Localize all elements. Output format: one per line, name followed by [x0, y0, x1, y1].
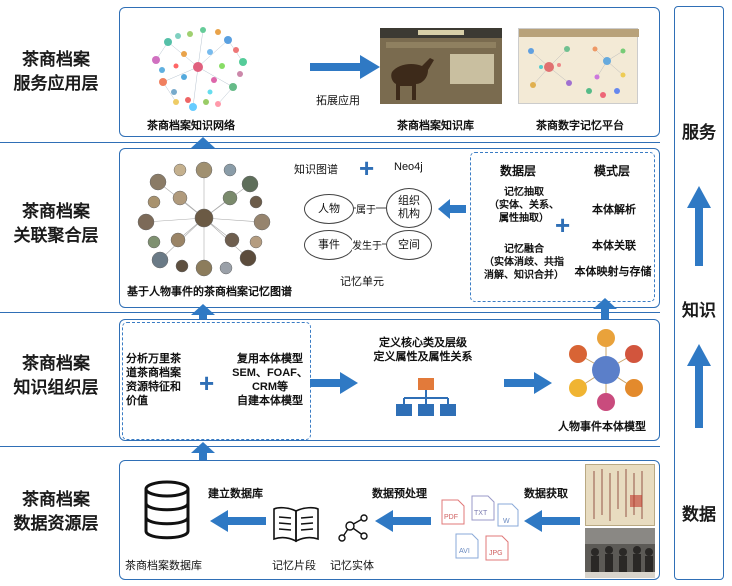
layer-divider [0, 446, 660, 447]
node-person: 人物 [304, 194, 354, 224]
left-arrow-to-files [524, 510, 580, 532]
acquire-label: 数据获取 [524, 488, 568, 500]
plus-icon: + [555, 210, 571, 240]
expand-arrow [310, 55, 380, 79]
knowledge-graph-label: 知识图谱 [294, 164, 338, 176]
txt-file-icon [471, 495, 495, 521]
ontology-map: 本体映射与存储 [574, 266, 652, 278]
file-types-graphic [441, 495, 519, 561]
ontology-model-graphic [569, 329, 643, 411]
database-caption: 茶商档案数据库 [125, 560, 202, 572]
memory-unit-caption: 记忆单元 [340, 276, 384, 288]
memory-entity-caption: 记忆实体 [330, 560, 374, 572]
pdf-label: PDF [444, 514, 458, 521]
side-label-data: 数据 [682, 505, 716, 524]
expand-label: 拓展应用 [316, 95, 360, 107]
hierarchy-icon [396, 378, 456, 416]
build-database-label: 建立数据库 [208, 488, 263, 500]
plus-icon: + [199, 368, 215, 398]
database-icon [144, 480, 190, 540]
knowledge-base-screenshot [380, 28, 502, 104]
up-arrow-to-organization [191, 442, 215, 464]
doc-file-icon [497, 503, 519, 527]
memory-platform-caption: 茶商数字记忆平台 [536, 120, 624, 132]
ontology-link: 本体关联 [592, 240, 636, 252]
node-event: 事件 [304, 230, 354, 260]
memory-platform-screenshot [518, 28, 639, 104]
side-arrow-head [687, 344, 711, 366]
doc-label: W [503, 518, 510, 525]
horse-image [391, 58, 434, 100]
left-arrow-to-unit [438, 199, 466, 219]
resource-analysis: 分析万里茶 道茶商档案 资源特征和 价值 [126, 353, 181, 407]
memory-extraction: 记忆抽取 （实体、关系、 属性抽取） [489, 187, 559, 224]
right-arrow-to-define [310, 372, 358, 394]
side-label-knowledge: 知识 [682, 301, 716, 320]
memory-fragment-caption: 记忆片段 [272, 560, 316, 572]
archive-historical-photo [585, 528, 655, 578]
up-arrow-to-schema [593, 298, 617, 320]
layer-title-resource: 茶商档案 数据资源层 [13, 490, 99, 533]
jpg-label: JPG [489, 550, 503, 557]
edge-occurs-label: 发生于 [352, 237, 382, 252]
side-arrow-shaft [695, 206, 703, 266]
open-book-icon [273, 506, 319, 543]
layer-title-association: 茶商档案 关联聚合层 [13, 202, 99, 245]
side-arrow-shaft [695, 364, 703, 428]
memory-graph-graphic [137, 161, 271, 277]
ontology-reuse: 复用本体模型 SEM、FOAF、 CRM等 自建本体模型 [232, 353, 308, 407]
avi-file-icon [455, 533, 479, 559]
entity-nodes-icon [338, 514, 368, 542]
avi-label: AVI [459, 548, 470, 555]
side-bar [674, 6, 724, 580]
side-label-service: 服务 [682, 123, 716, 142]
layer-title-service: 茶商档案 服务应用层 [13, 50, 99, 93]
layer-divider [0, 142, 660, 143]
data-layer-title: 数据层 [500, 164, 537, 178]
class-property-definition: 定义核心类及层级 定义属性及属性关系 [373, 337, 473, 363]
data-schema-box [470, 152, 655, 302]
node-space: 空间 [386, 230, 432, 260]
edge-belongs-label: 属于 [356, 201, 376, 216]
schema-layer-title: 模式层 [594, 164, 631, 178]
layer-divider [0, 312, 660, 313]
node-organization: 组织 机构 [386, 188, 432, 228]
left-arrow-to-database [210, 510, 266, 532]
ontology-parse: 本体解析 [592, 204, 636, 216]
neo4j-label: Neo4j [394, 161, 423, 173]
knowledge-base-caption: 茶商档案知识库 [397, 120, 474, 132]
layer-title-organization: 茶商档案 知识组织层 [13, 354, 99, 397]
archive-document-photo [585, 464, 655, 526]
preprocess-label: 数据预处理 [372, 488, 427, 500]
memory-fusion: 记忆融合 （实体消歧、共指 消解、知识合并） [484, 244, 564, 281]
jpg-file-icon [485, 535, 509, 561]
knowledge-network-caption: 茶商档案知识网络 [147, 120, 235, 132]
memory-graph-caption: 基于人物事件的茶商档案记忆图谱 [127, 286, 292, 298]
organization-panel [119, 319, 660, 441]
txt-label: TXT [474, 510, 488, 517]
ontology-model-caption: 人物事件本体模型 [558, 421, 646, 433]
pdf-file-icon [441, 499, 465, 525]
side-arrow-head [687, 186, 711, 208]
left-arrow-to-fragments [375, 510, 431, 532]
knowledge-network-graphic [152, 27, 247, 111]
plus-icon: + [359, 153, 375, 183]
right-arrow-to-model [504, 372, 552, 394]
